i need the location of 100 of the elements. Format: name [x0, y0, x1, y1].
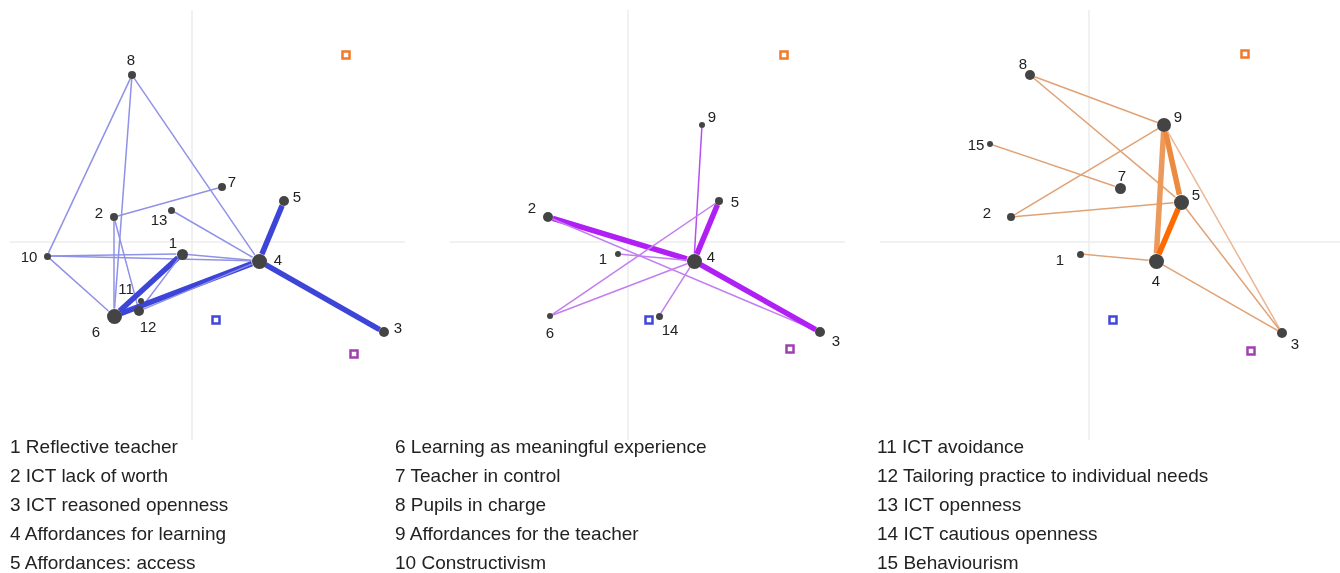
network-edge — [120, 261, 253, 316]
node-dot — [128, 71, 136, 79]
node-dot — [1157, 118, 1171, 132]
network-edge — [699, 262, 817, 332]
node-number: 9 — [1173, 107, 1183, 125]
legend-entry: 8 Pupils in charge — [395, 494, 547, 516]
network-edge — [1082, 253, 1150, 262]
node-dot — [1076, 250, 1084, 258]
node-dot — [134, 306, 144, 316]
node-number: 11 — [118, 279, 134, 297]
legend-entry: 6 Learning as meaningful experience — [395, 436, 707, 458]
node-dot — [1277, 328, 1287, 338]
node-number: 2 — [982, 203, 992, 221]
node-dot — [655, 312, 663, 320]
network-edge — [259, 204, 285, 256]
legend-entry: 2 ICT lack of worth — [10, 465, 169, 487]
network-edge — [117, 255, 180, 313]
node-dot — [987, 141, 993, 147]
node-number: 8 — [1018, 54, 1028, 72]
network-edge — [1166, 130, 1281, 330]
node-dot — [176, 248, 188, 260]
node-dot — [167, 206, 175, 214]
node-dot — [815, 327, 825, 337]
network-edge — [552, 262, 688, 316]
node-dot — [543, 212, 553, 222]
node-number: 14 — [661, 320, 679, 338]
network-edge — [1013, 127, 1159, 216]
node-number: 4 — [273, 250, 283, 268]
network-edge — [48, 257, 110, 312]
network-edge — [1014, 201, 1175, 218]
network-edge — [694, 203, 720, 256]
node-dot — [615, 251, 621, 257]
legend-entry: 9 Affordances for the teacher — [395, 523, 639, 545]
node-number: 1 — [168, 233, 178, 251]
node-number: 7 — [1117, 166, 1127, 184]
legend-entry: 14 ICT cautious openness — [877, 523, 1098, 545]
node-number: 6 — [91, 322, 101, 340]
node-number: 4 — [1151, 271, 1161, 289]
network-edge — [1153, 131, 1167, 254]
legend-entry: 11 ICT avoidance — [877, 436, 1025, 458]
node-number: 3 — [393, 318, 403, 336]
network-edge — [1033, 76, 1159, 124]
node-dot — [279, 196, 289, 206]
network-edge — [660, 266, 691, 314]
legend-entry: 7 Teacher in control — [395, 465, 561, 487]
network-edge — [47, 77, 132, 254]
node-dot — [547, 313, 553, 319]
network-edge — [117, 187, 219, 217]
node-number: 3 — [1290, 334, 1300, 352]
network-edge — [620, 253, 688, 262]
legend-entry: 12 Tailoring practice to individual needs — [877, 465, 1209, 487]
network-edge — [693, 127, 703, 255]
network-edge — [133, 77, 256, 256]
network-edge — [1161, 263, 1279, 332]
legend-entry: 1 Reflective teacher — [10, 436, 178, 458]
node-dot — [715, 197, 723, 205]
legend-entry: 4 Affordances for learning — [10, 523, 227, 545]
network-edge — [992, 144, 1116, 187]
network-edge — [264, 262, 381, 332]
network-edge — [173, 211, 254, 258]
node-number: 5 — [730, 192, 740, 210]
network-edge — [551, 202, 717, 316]
node-dot — [1148, 253, 1164, 269]
legend-entry: 5 Affordances: access — [10, 552, 196, 573]
node-dot — [1007, 213, 1015, 221]
node-number: 2 — [527, 198, 537, 216]
network-edge — [1162, 131, 1183, 196]
node-dot — [379, 327, 389, 337]
network-edge — [1184, 207, 1280, 330]
network-edge — [1156, 207, 1181, 256]
node-number: 5 — [292, 187, 302, 205]
node-dot — [218, 183, 226, 191]
node-number: 13 — [150, 210, 168, 228]
node-number: 2 — [94, 203, 104, 221]
node-number: 12 — [139, 317, 157, 335]
node-dot — [138, 298, 144, 304]
node-number: 7 — [227, 172, 237, 190]
network-edge — [1033, 77, 1176, 198]
legend-entry: 13 ICT openness — [877, 494, 1022, 516]
node-number: 1 — [598, 249, 608, 267]
legend-entry: 3 ICT reasoned openness — [10, 494, 229, 516]
node-number: 9 — [707, 107, 717, 125]
node-number: 4 — [706, 247, 716, 265]
network-edge — [114, 220, 139, 307]
node-dot — [1025, 70, 1035, 80]
node-number: 5 — [1191, 185, 1201, 203]
node-dot — [110, 213, 118, 221]
node-number: 15 — [967, 135, 985, 153]
node-dot — [43, 252, 51, 260]
node-number: 10 — [20, 247, 38, 265]
node-dot — [699, 122, 705, 128]
node-number: 1 — [1055, 250, 1065, 268]
network-edge — [142, 263, 253, 310]
legend-entry: 15 Behaviourism — [877, 552, 1019, 573]
node-number: 8 — [126, 50, 136, 68]
network-edge — [113, 220, 115, 310]
node-dot — [1114, 182, 1126, 194]
network-edge — [552, 215, 688, 262]
network-edge — [49, 255, 253, 262]
network-edge — [186, 253, 253, 262]
